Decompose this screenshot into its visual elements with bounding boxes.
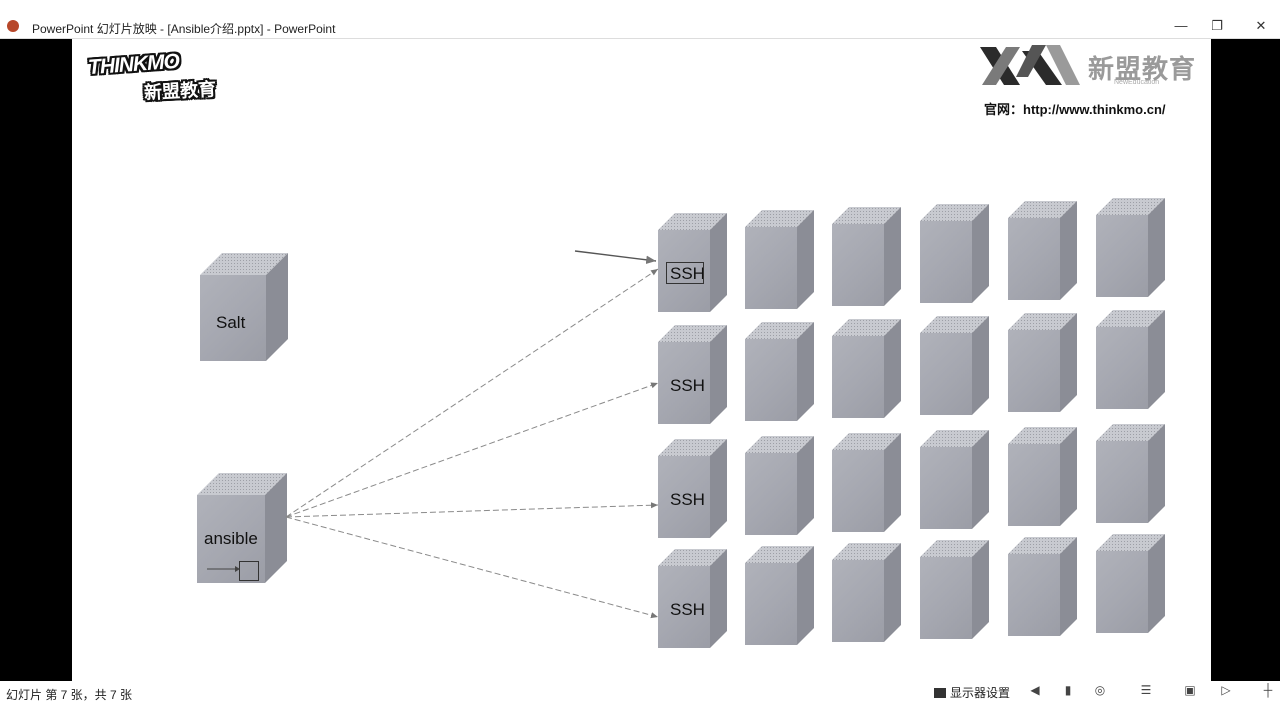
target-server [745,322,814,421]
brand-name-cn: 新盟教育 [1088,54,1197,84]
logo-text-en: THINKMO [87,49,180,80]
ssh-label: SSH [670,264,705,283]
salt-server: Salt [200,253,288,361]
ssh-target-server: SSH [658,325,727,424]
website-url: 官网：http://www.thinkmo.cn/ [984,102,1166,117]
target-server [745,210,814,309]
thinkmo-logo: THINKMO 新盟教育 [87,49,238,103]
zoom-icon[interactable]: ▷ [1221,683,1231,697]
slide-counter: 幻灯片 第 7 张，共 7 张 [6,688,133,702]
reading-view-icon[interactable]: ☰ [1140,683,1152,697]
target-server [832,319,901,418]
target-server [920,316,989,415]
ssh-highlight-box [666,262,704,284]
minimize-button[interactable]: — [1174,18,1188,33]
ssh-target-server: SSH [658,549,727,648]
target-server [1096,534,1165,633]
expand-icon[interactable]: ┼ [1263,683,1273,697]
monitor-icon [934,687,946,698]
brand-logo: 新盟教育 NewEducation [972,39,1211,119]
brand-mark-icon [980,45,1080,85]
target-server [920,430,989,529]
letterbox-left [0,39,72,681]
status-bar: 幻灯片 第 7 张，共 7 张 显示器设置 ◀ ▮ ◎ ☰ ▣ ▷ ┼ [0,681,1280,720]
display-settings-label: 显示器设置 [950,686,1011,700]
target-server [745,436,814,535]
slide-sorter-icon[interactable]: ◎ [1094,683,1106,697]
ansible-server: ansible [197,473,287,583]
ssh-target-server: SSH [658,439,727,538]
target-server [1096,310,1165,409]
target-server [1008,313,1077,412]
ansible-inner-arrow [207,566,240,572]
target-server [920,540,989,639]
ansible-label: ansible [204,529,258,548]
target-server [745,546,814,645]
display-settings-button[interactable]: 显示器设置 [934,684,1010,701]
slideshow-icon[interactable]: ▣ [1184,683,1196,697]
brand-name-en: NewEducation [1114,79,1160,86]
normal-view-icon[interactable]: ▮ [1064,683,1072,697]
ssh-label: SSH [670,376,705,395]
target-server [920,204,989,303]
target-server [1096,198,1165,297]
prev-icon[interactable]: ◀ [1030,683,1040,697]
window-title: PowerPoint 幻灯片放映 - [Ansible介绍.pptx] - Po… [32,22,336,36]
target-server [832,433,901,532]
logo-text-cn: 新盟教育 [143,79,217,103]
target-server [1096,424,1165,523]
target-server [832,543,901,642]
salt-label: Salt [216,313,246,332]
ssh-label: SSH [670,600,705,619]
target-server [832,207,901,306]
ssh-label: SSH [670,490,705,509]
target-server [1008,201,1077,300]
letterbox-right [1211,39,1280,681]
target-server [1008,537,1077,636]
powerpoint-app-icon[interactable] [7,20,19,32]
title-bar: PowerPoint 幻灯片放映 - [Ansible介绍.pptx] - Po… [0,0,1280,39]
target-server [1008,427,1077,526]
restore-button[interactable]: ❐ [1211,18,1223,33]
close-button[interactable]: ✕ [1255,18,1267,33]
slide-canvas[interactable]: THINKMO 新盟教育 新盟教育 NewEducation 官网：http:/… [72,39,1211,681]
ssh-target-server: SSH [658,213,727,312]
ansible-module-box [239,561,259,581]
